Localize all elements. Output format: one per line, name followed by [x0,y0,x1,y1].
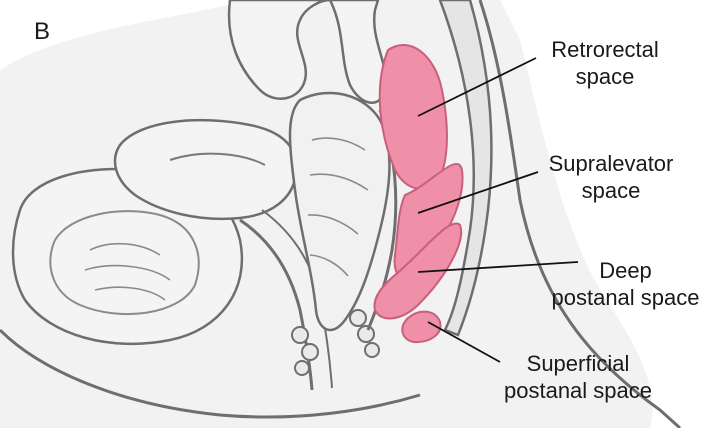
sphincter-circle [350,310,366,326]
label-line: space [535,63,675,90]
label-superficial-postanal-space: Superficial postanal space [478,350,678,404]
label-line: postanal space [478,377,678,404]
sphincter-circle [292,327,308,343]
label-line: Supralevator [536,150,686,177]
sphincter-circle [365,343,379,357]
label-line: space [536,177,686,204]
sphincter-circle [295,361,309,375]
label-line: Deep [548,257,703,284]
panel-letter: B [34,18,50,46]
label-deep-postanal-space: Deep postanal space [548,257,703,311]
label-line: Superficial [478,350,678,377]
sphincter-circle [302,344,318,360]
label-retrorectal-space: Retrorectal space [535,36,675,90]
label-line: postanal space [548,284,703,311]
label-line: Retrorectal [535,36,675,63]
label-supralevator-space: Supralevator space [536,150,686,204]
sphincter-circle [358,326,374,342]
